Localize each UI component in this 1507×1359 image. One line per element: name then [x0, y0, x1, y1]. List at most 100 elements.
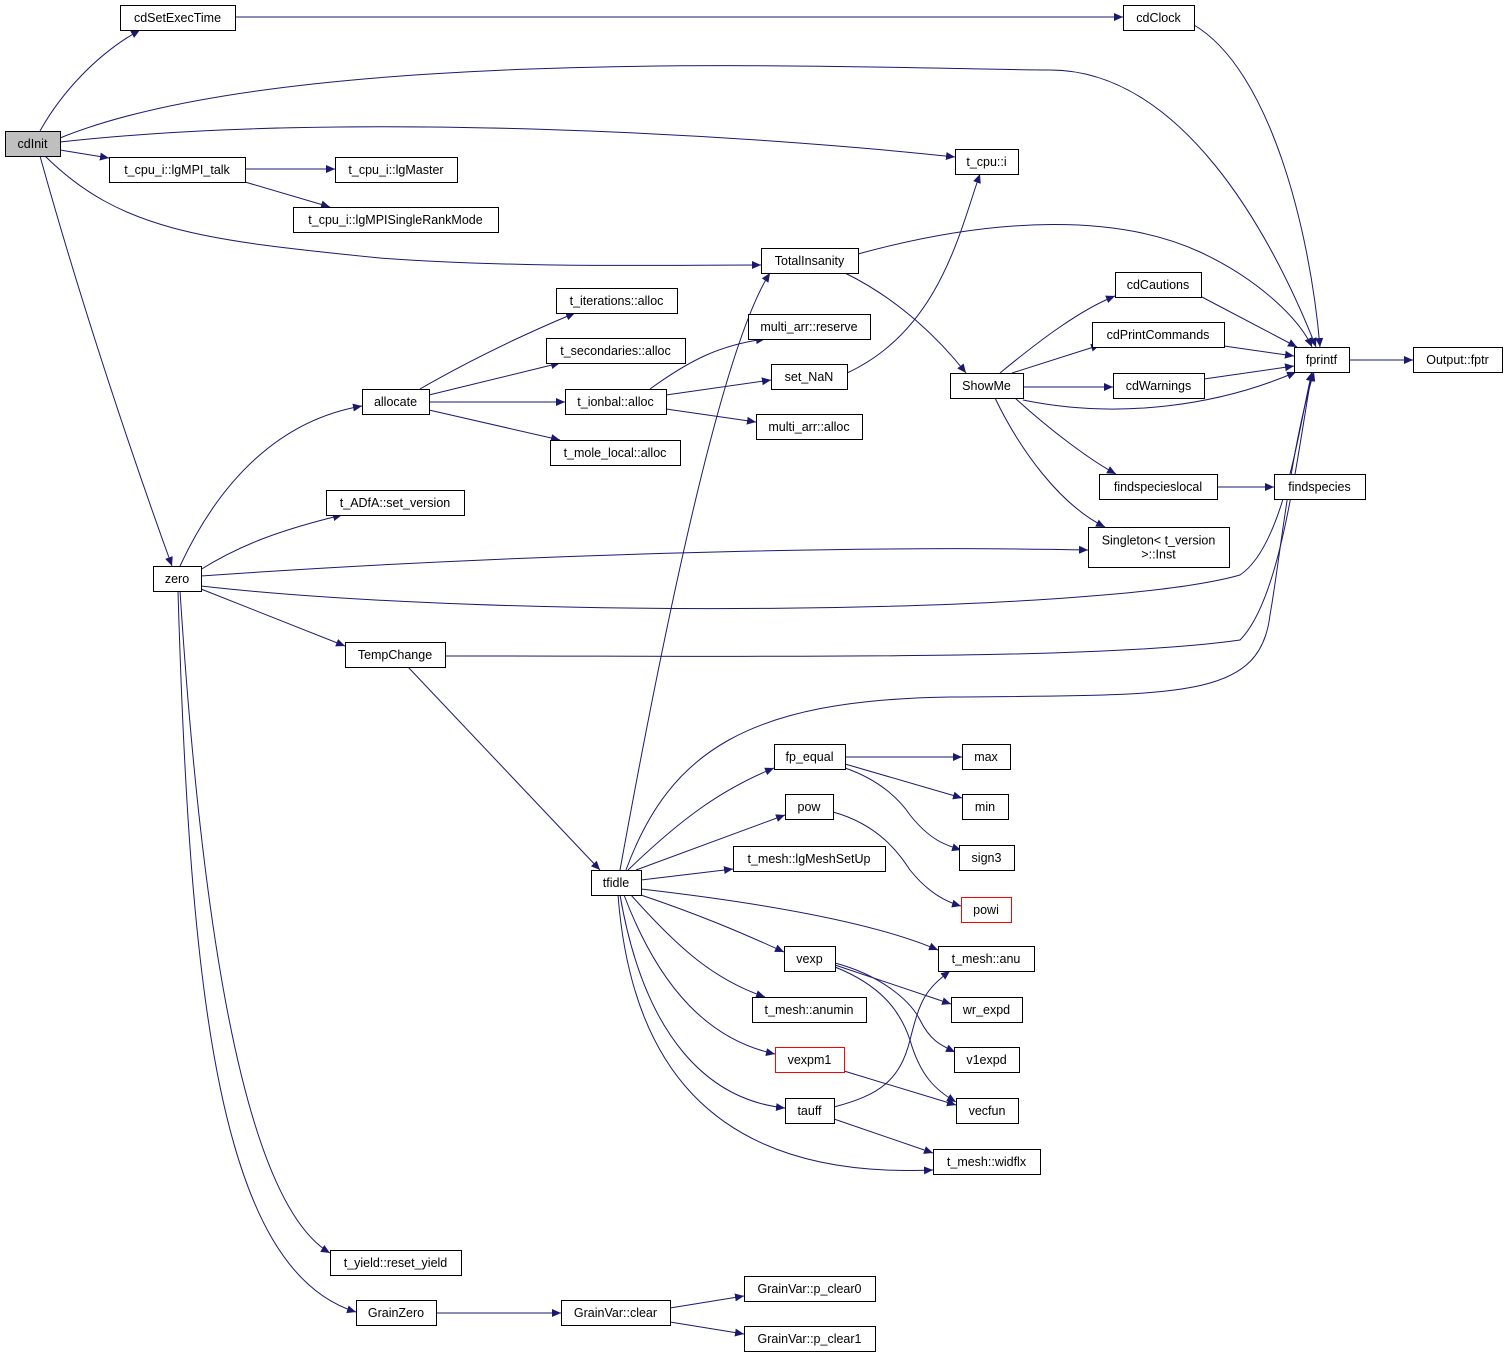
- edge-t_ionbal_alloc-to-set_NaN: [665, 377, 772, 396]
- node-box: [733, 846, 886, 872]
- edge-cdCautions-to-fprintf: [1199, 295, 1298, 348]
- edge-line: [834, 964, 952, 1005]
- edge-line: [665, 377, 772, 396]
- node-t_mesh_widflx[interactable]: t_mesh::widflx: [933, 1149, 1041, 1175]
- node-ShowMe[interactable]: ShowMe: [950, 373, 1024, 399]
- edge-line: [419, 312, 576, 390]
- node-lgMaster[interactable]: t_cpu_i::lgMaster: [335, 157, 458, 183]
- edge-pow-to-powi: [832, 811, 962, 908]
- node-pow[interactable]: pow: [785, 794, 834, 820]
- node-fprintf[interactable]: fprintf: [1294, 347, 1350, 373]
- edge-line: [640, 888, 939, 951]
- node-TotalInsanity[interactable]: TotalInsanity: [761, 248, 859, 274]
- edge-zero-to-allocate: [179, 403, 363, 567]
- node-label: t_cpu::i: [966, 155, 1006, 169]
- edge-vexp-to-wr_expd: [834, 964, 952, 1005]
- node-findspecieslocal[interactable]: findspecieslocal: [1099, 474, 1218, 500]
- edge-line: [44, 155, 762, 270]
- node-box: [153, 566, 202, 592]
- node-lgMPISingleRankMode[interactable]: t_cpu_i::lgMPISingleRankMode: [293, 207, 499, 233]
- node-TempChange[interactable]: TempChange: [345, 642, 446, 668]
- node-box: [744, 1276, 876, 1302]
- edge-line: [1022, 371, 1297, 410]
- node-v1expd[interactable]: v1expd: [954, 1047, 1020, 1073]
- node-label: set_NaN: [785, 370, 834, 384]
- edge-zero-to-Singleton_Inst: [200, 545, 1089, 577]
- edge-tfidle-to-vexp: [640, 894, 785, 953]
- node-t_secondaries_alloc[interactable]: t_secondaries::alloc: [546, 338, 686, 364]
- edge-line: [844, 763, 963, 800]
- node-reset_yield[interactable]: t_yield::reset_yield: [330, 1250, 462, 1276]
- node-wr_expd[interactable]: wr_expd: [951, 997, 1023, 1023]
- node-multi_arr_alloc[interactable]: multi_arr::alloc: [756, 414, 863, 440]
- edge-line: [1203, 363, 1295, 380]
- edge-zero-to-reset_yield: [179, 590, 331, 1254]
- edge-line: [59, 65, 1317, 348]
- node-cdPrintCommands[interactable]: cdPrintCommands: [1092, 322, 1225, 348]
- node-vecfun[interactable]: vecfun: [956, 1098, 1019, 1124]
- node-GrainVar_clear[interactable]: GrainVar::clear: [561, 1300, 671, 1326]
- node-t_mole_local_alloc[interactable]: t_mole_local::alloc: [550, 440, 681, 466]
- node-label: multi_arr::reserve: [760, 320, 857, 334]
- node-box: [955, 149, 1019, 175]
- node-findspecies[interactable]: findspecies: [1274, 474, 1366, 500]
- edge-line: [1193, 24, 1324, 348]
- node-label: t_mesh::widflx: [947, 1155, 1027, 1169]
- node-t_mesh_anumin[interactable]: t_mesh::anumin: [752, 997, 867, 1023]
- node-multi_arr_reserve[interactable]: multi_arr::reserve: [748, 314, 871, 340]
- edge-line: [428, 361, 561, 396]
- node-min[interactable]: min: [962, 794, 1009, 820]
- edge-tfidle-to-fprintf: [625, 371, 1316, 871]
- node-cdInit[interactable]: cdInit: [5, 131, 61, 157]
- edge-line: [834, 962, 956, 1053]
- edge-allocate-to-t_secondaries_alloc: [428, 361, 561, 396]
- node-tauff[interactable]: tauff: [785, 1098, 835, 1124]
- node-fp_equal[interactable]: fp_equal: [774, 744, 846, 770]
- edge-t_ionbal_alloc-to-multi_arr_reserve: [649, 336, 766, 390]
- node-label: cdInit: [18, 137, 48, 151]
- node-t_ionbal_alloc[interactable]: t_ionbal::alloc: [565, 389, 667, 415]
- edge-line: [39, 29, 141, 132]
- node-label: t_ADfA::set_version: [340, 496, 451, 510]
- edge-GrainVar_clear-to-p_clear1: [669, 1321, 745, 1337]
- node-label: TotalInsanity: [775, 254, 845, 268]
- edge-line: [669, 1293, 745, 1309]
- node-box: [556, 288, 678, 314]
- edge-allocate-to-t_iterations_alloc: [419, 312, 576, 390]
- node-Output_fptr[interactable]: Output::fptr: [1413, 347, 1503, 373]
- node-tfidle[interactable]: tfidle: [591, 870, 642, 896]
- node-p_clear1[interactable]: GrainVar::p_clear1: [744, 1326, 876, 1352]
- node-lgMPI_talk[interactable]: t_cpu_i::lgMPI_talk: [109, 157, 246, 183]
- node-cdSetExecTime[interactable]: cdSetExecTime: [120, 5, 236, 31]
- node-zero[interactable]: zero: [153, 566, 202, 592]
- node-cdClock[interactable]: cdClock: [1123, 5, 1195, 31]
- node-label: t_cpu_i::lgMPI_talk: [124, 163, 230, 177]
- node-vexpm1[interactable]: vexpm1: [775, 1047, 845, 1073]
- node-vexp[interactable]: vexp: [784, 946, 836, 972]
- node-sign3[interactable]: sign3: [959, 845, 1015, 871]
- node-lgMeshSetUp[interactable]: t_mesh::lgMeshSetUp: [733, 846, 886, 872]
- edge-zero-to-TempChange: [200, 588, 346, 647]
- edge-line: [407, 666, 601, 871]
- node-cdCautions[interactable]: cdCautions: [1115, 272, 1202, 298]
- node-max[interactable]: max: [962, 744, 1011, 770]
- node-set_NaN[interactable]: set_NaN: [771, 364, 848, 390]
- node-GrainZero[interactable]: GrainZero: [356, 1300, 437, 1326]
- node-box: [933, 1149, 1041, 1175]
- node-cdWarnings[interactable]: cdWarnings: [1113, 373, 1205, 399]
- edge-line: [846, 173, 981, 374]
- node-Singleton_Inst[interactable]: Singleton< t_version>::Inst: [1088, 527, 1230, 568]
- node-allocate[interactable]: allocate: [362, 389, 430, 415]
- node-set_version[interactable]: t_ADfA::set_version: [326, 490, 465, 516]
- node-t_cpu_i[interactable]: t_cpu::i: [955, 149, 1019, 175]
- node-label: tfidle: [603, 876, 629, 890]
- node-box: [1113, 373, 1205, 399]
- node-p_clear0[interactable]: GrainVar::p_clear0: [744, 1276, 876, 1302]
- edge-line: [179, 590, 331, 1254]
- node-box: [744, 1326, 876, 1352]
- node-powi[interactable]: powi: [961, 897, 1012, 923]
- node-t_mesh_anu[interactable]: t_mesh::anu: [938, 946, 1035, 972]
- node-t_iterations_alloc[interactable]: t_iterations::alloc: [556, 288, 678, 314]
- node-label: t_mole_local::alloc: [564, 446, 667, 460]
- edge-line: [1199, 295, 1298, 348]
